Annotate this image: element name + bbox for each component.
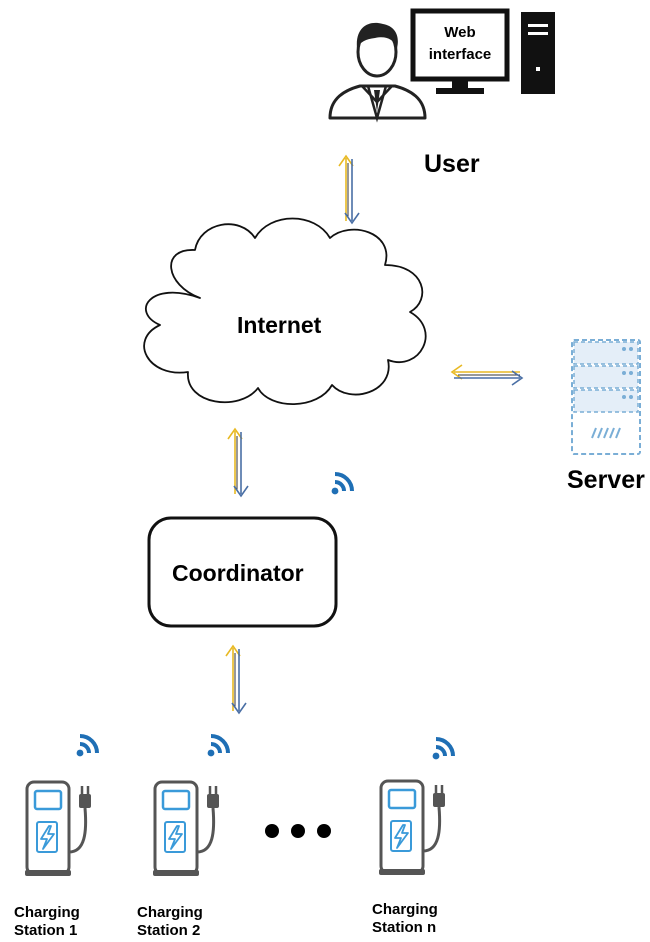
wifi-icon [430,737,455,762]
wifi-icon [329,472,354,497]
arrow-coordinator-stations [225,645,247,714]
internet-label: Internet [237,312,322,338]
ellipsis-dots [265,824,331,838]
station-label-n: Charging Station n [372,901,438,937]
station-n-line1: Charging [372,901,438,918]
wifi-icon [205,734,230,759]
wifi-icon [74,734,99,759]
ev-charger-icon [151,780,221,878]
server-rack-icon [571,339,641,455]
ev-charger-icon [377,779,447,877]
ev-charger-icon [23,780,93,878]
station-n-line2: Station n [372,919,437,936]
arrow-internet-coordinator [227,428,249,497]
coordinator-label: Coordinator [172,560,304,586]
station-2-line2: Station 2 [137,922,201,939]
station-label-2: Charging Station 2 [137,904,203,940]
station-2-line1: Charging [137,904,203,921]
station-label-1: Charging Station 1 [14,904,80,940]
user-label: User [424,150,480,178]
coordinator-box [147,516,338,628]
server-label: Server [567,466,645,494]
user-person-icon [328,22,427,123]
cloud-icon [143,217,427,405]
web-interface-label: Web interface [418,22,502,66]
web-interface-line2: interface [428,46,492,63]
station-1-line2: Station 1 [14,922,78,939]
arrow-user-internet [338,155,360,224]
desktop-computer-icon [410,8,555,94]
arrow-internet-server [450,364,524,386]
web-interface-line1: Web [444,24,476,41]
station-1-line1: Charging [14,904,80,921]
